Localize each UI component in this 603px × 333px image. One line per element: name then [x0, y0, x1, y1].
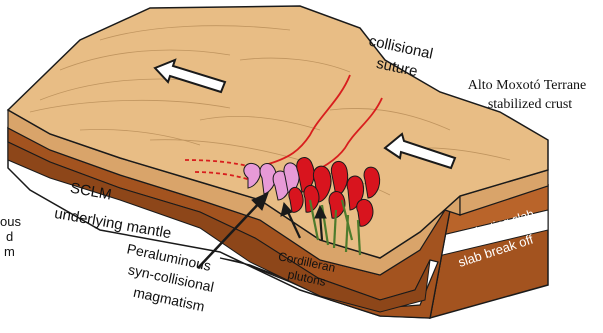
- left-cutoff-text-1: ous: [0, 214, 21, 229]
- stabilized-crust-label: stabilized crust: [488, 97, 572, 112]
- terrane-label: Alto Moxotó Terrane: [468, 78, 587, 93]
- left-cutoff-text-3: m: [4, 244, 15, 259]
- left-cutoff-text-2: d: [6, 229, 13, 244]
